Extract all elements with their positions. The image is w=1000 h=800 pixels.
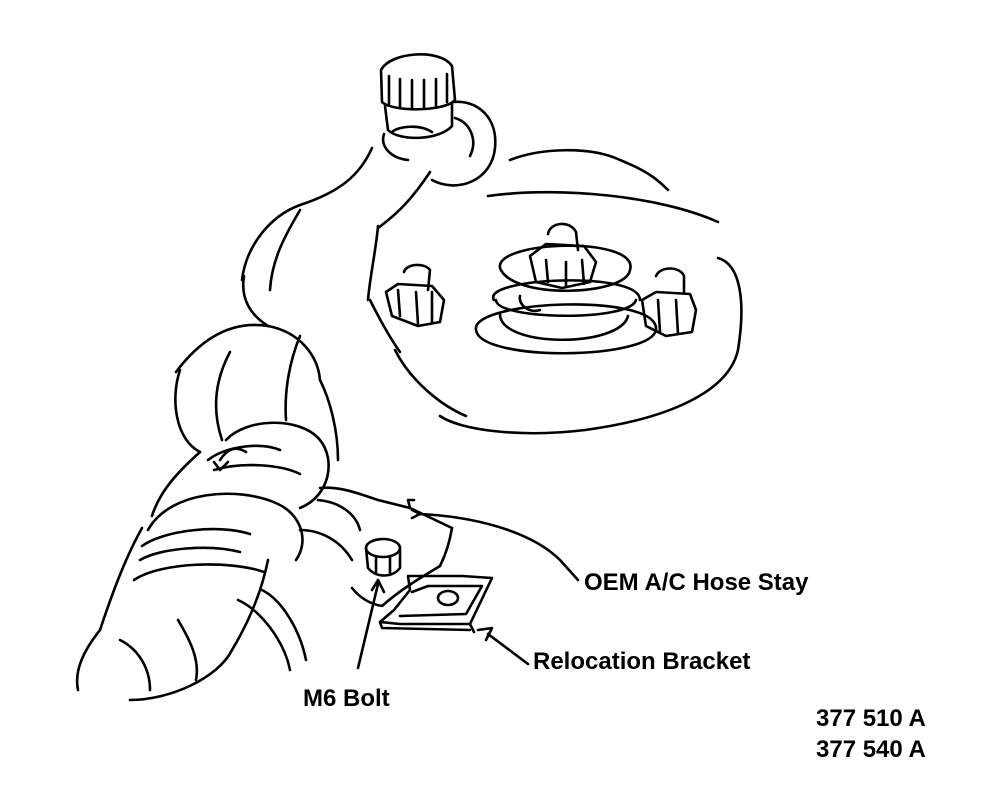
leader-hose-stay [416, 512, 580, 582]
part-number-1: 377 510 A [816, 705, 926, 732]
upper-hose-fitting [379, 53, 497, 187]
hose-stay-label: OEM A/C Hose Stay [584, 569, 809, 596]
arrow-bolt [370, 578, 386, 594]
relocation-bracket [378, 574, 494, 634]
arrow-relocation-bracket [476, 626, 494, 642]
oem-hose-stay [298, 486, 454, 608]
strut-mount-center [474, 222, 658, 355]
left-mount-nut [384, 263, 446, 328]
m6-bolt [364, 537, 402, 577]
m6-bolt-label: M6 Bolt [303, 685, 390, 712]
hose-tube [240, 146, 432, 328]
strut-tower-panel [368, 148, 743, 435]
part-number-2: 377 540 A [816, 736, 926, 763]
relocation-bracket-label: Relocation Bracket [533, 648, 751, 675]
leader-lines [356, 508, 580, 670]
leader-bolt [356, 582, 380, 670]
arrow-hose-stay [410, 508, 422, 520]
ac-hose-bundle [75, 323, 340, 702]
right-mount-nut [640, 267, 698, 338]
leader-relocation-bracket [486, 632, 530, 666]
